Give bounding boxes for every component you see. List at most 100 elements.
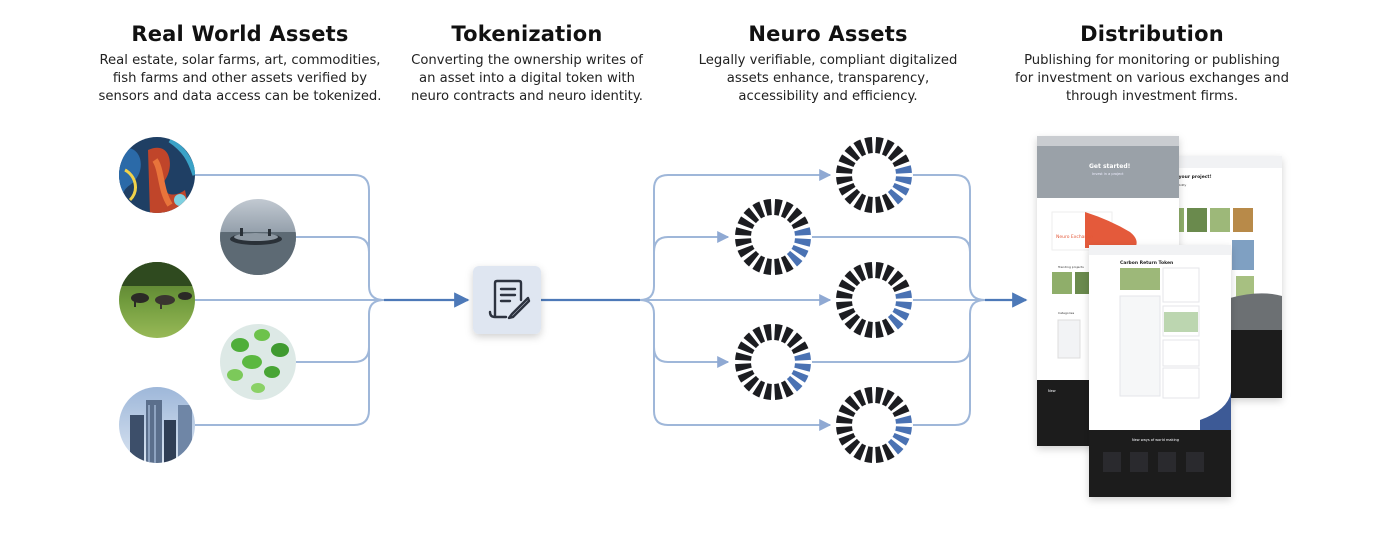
- ring-segment: [836, 415, 853, 424]
- ring-segment: [887, 145, 904, 162]
- screenshot-hero-sub: Invest in a project: [1092, 172, 1124, 176]
- ring-segment: [836, 301, 853, 310]
- description-line: through investment firms.: [1065, 89, 1239, 104]
- ring-segment: [864, 137, 873, 154]
- token-ring-icon: [835, 386, 913, 464]
- ring-segment: [853, 389, 867, 407]
- ring-segment: [853, 264, 867, 282]
- ring-segment: [791, 341, 809, 355]
- header-real-world-assets: Real World Assets Real estate, solar far…: [90, 22, 390, 106]
- ring-segment: [853, 443, 867, 461]
- ring-segment: [895, 176, 912, 185]
- ring-segment: [875, 137, 884, 154]
- ring-segment: [737, 244, 755, 258]
- description-line: neuro contracts and neuro identity.: [411, 89, 643, 104]
- header-neuro-assets: Neuro Assets Legally verifiable, complia…: [678, 22, 978, 106]
- description-line: assets enhance, transparency,: [726, 71, 930, 86]
- description-line: Publishing for monitoring or publishing: [1024, 53, 1280, 68]
- ring-segment: [794, 352, 811, 361]
- ring-segment: [892, 404, 910, 418]
- ring-segment: [838, 182, 856, 196]
- ring-segment: [794, 363, 811, 372]
- description-line: an asset into a digital token with: [419, 71, 635, 86]
- ring-segment: [853, 193, 867, 211]
- column-description: Real estate, solar farms, art, commoditi…: [90, 52, 390, 106]
- token-ring-icon: [734, 323, 812, 401]
- description-line: Real estate, solar farms, art, commoditi…: [99, 53, 381, 68]
- column-title: Tokenization: [451, 22, 603, 46]
- ring-segment: [895, 290, 912, 299]
- ring-segment: [737, 369, 755, 383]
- ring-segment: [887, 188, 904, 205]
- ring-segment: [752, 255, 766, 273]
- ring-segment: [881, 139, 895, 157]
- description-line: fish farms and other assets verified by: [112, 71, 368, 86]
- ring-segment: [838, 154, 856, 168]
- ring-segment: [887, 395, 904, 412]
- screenshot-footer: New ways of world making: [1132, 438, 1179, 442]
- description-line: Legally verifiable, compliant digitalize…: [698, 53, 958, 68]
- ring-segment: [838, 307, 856, 321]
- screenshot-categories: Categories: [1058, 311, 1075, 315]
- ring-segment: [836, 165, 853, 174]
- ring-segment: [844, 188, 861, 205]
- ring-segment: [836, 426, 853, 435]
- ring-segment: [892, 154, 910, 168]
- screenshot-token-title: Carbon Return Token: [1120, 260, 1173, 266]
- ring-segment: [881, 318, 895, 336]
- distribution-merges: [812, 174, 986, 426]
- ring-segment: [853, 139, 867, 157]
- ring-segment: [735, 363, 752, 372]
- ring-segment: [895, 165, 912, 174]
- ring-segment: [791, 216, 809, 230]
- ring-segment: [763, 324, 772, 341]
- ring-segment: [892, 279, 910, 293]
- ring-segment: [844, 438, 861, 455]
- contract-pen-icon: [488, 279, 531, 320]
- ring-segment: [763, 199, 772, 216]
- ring-segment: [881, 264, 895, 282]
- ring-segment: [786, 375, 803, 392]
- header-distribution: Distribution Publishing for monitoring o…: [1002, 22, 1302, 106]
- ring-segment: [774, 383, 783, 400]
- ring-segment: [836, 290, 853, 299]
- ring-segment: [875, 446, 884, 463]
- ring-segment: [743, 207, 760, 224]
- ring-segment: [737, 216, 755, 230]
- neuro-branches: [639, 169, 832, 431]
- ring-segment: [887, 438, 904, 455]
- ring-segment: [743, 250, 760, 267]
- ring-segment: [881, 193, 895, 211]
- ring-segment: [780, 326, 794, 344]
- ring-segment: [895, 301, 912, 310]
- ring-segment: [864, 387, 873, 404]
- website-screenshot-front: Carbon Return Token New ways of world ma…: [1089, 245, 1231, 497]
- ring-segment: [743, 332, 760, 349]
- ring-segment: [763, 258, 772, 275]
- ring-segment: [892, 432, 910, 446]
- asset-connectors: [195, 174, 385, 426]
- ring-segment: [836, 176, 853, 185]
- ring-segment: [780, 380, 794, 398]
- ring-segment: [875, 196, 884, 213]
- ring-segment: [844, 145, 861, 162]
- column-title: Neuro Assets: [748, 22, 908, 46]
- ring-segment: [853, 318, 867, 336]
- ring-segment: [794, 238, 811, 247]
- ring-segment: [735, 227, 752, 236]
- header-tokenization: Tokenization Converting the ownership wr…: [377, 22, 677, 106]
- ring-segment: [794, 227, 811, 236]
- ring-segment: [786, 250, 803, 267]
- ring-segment: [735, 352, 752, 361]
- screenshot-hero-title: Get started!: [1089, 163, 1130, 170]
- ring-segment: [838, 404, 856, 418]
- ring-segment: [780, 201, 794, 219]
- cattle-farm-image: [119, 262, 195, 338]
- ring-segment: [735, 238, 752, 247]
- ring-segment: [737, 341, 755, 355]
- column-description: Legally verifiable, compliant digitalize…: [678, 52, 978, 106]
- ring-segment: [780, 255, 794, 273]
- ring-segment: [875, 262, 884, 279]
- ring-segment: [895, 426, 912, 435]
- ring-segment: [752, 380, 766, 398]
